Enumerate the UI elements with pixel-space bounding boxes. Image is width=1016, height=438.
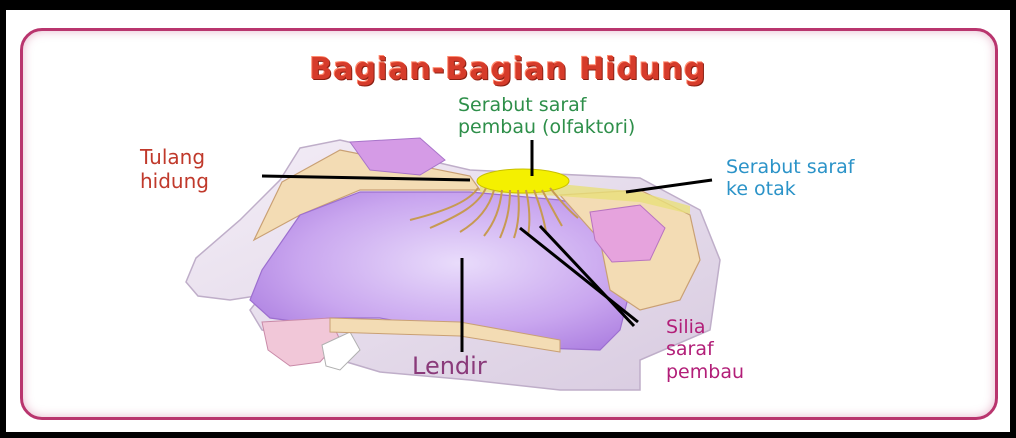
label-olfactory-cilia-line2: saraf [666, 338, 744, 360]
olfactory-bulb [477, 169, 569, 193]
label-nasal-bone-line2: hidung [140, 170, 209, 194]
label-olfactory-fibers-line1: Serabut saraf [458, 94, 635, 116]
label-nasal-bone-line1: Tulang [140, 146, 209, 170]
label-olfactory-cilia: Silia saraf pembau [666, 316, 744, 383]
label-nerve-to-brain: Serabut saraf ke otak [726, 156, 854, 201]
label-nerve-to-brain-line1: Serabut saraf [726, 156, 854, 178]
label-nasal-bone: Tulang hidung [140, 146, 209, 193]
label-nerve-to-brain-line2: ke otak [726, 178, 854, 200]
label-olfactory-cilia-line3: pembau [666, 361, 744, 383]
label-olfactory-cilia-line1: Silia [666, 316, 744, 338]
label-olfactory-fibers-line2: pembau (olfaktori) [458, 116, 635, 138]
label-mucus: Lendir [412, 352, 487, 380]
label-olfactory-fibers: Serabut saraf pembau (olfaktori) [458, 94, 635, 139]
